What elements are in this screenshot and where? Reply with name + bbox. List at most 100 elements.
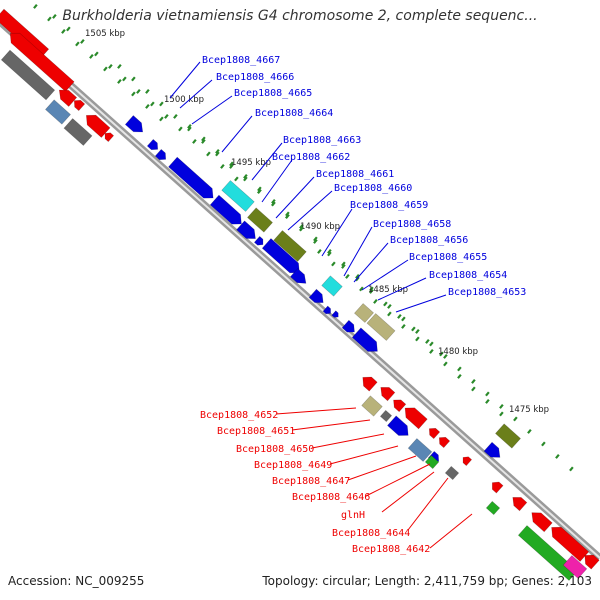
reverse-cds-feature[interactable] xyxy=(436,434,451,449)
forward-cds-feature[interactable] xyxy=(387,415,412,440)
gene-label-bcep1808-4655[interactable]: Bcep1808_4655 xyxy=(409,252,487,263)
reverse-cds-feature[interactable] xyxy=(390,396,407,413)
tick-mark xyxy=(80,39,85,44)
topology-info-text: Topology: circular; Length: 2,411,759 bp… xyxy=(262,574,592,588)
reverse-cds-feature[interactable] xyxy=(426,425,441,440)
reverse-cds-feature[interactable] xyxy=(6,29,75,92)
gene-label-glnh[interactable]: glnH xyxy=(341,510,365,521)
grey-feature[interactable] xyxy=(0,49,56,101)
tick-mark xyxy=(355,274,360,279)
gene-label-bcep1808-4642[interactable]: Bcep1808_4642 xyxy=(352,544,430,555)
reverse-cds-feature[interactable] xyxy=(102,130,115,143)
gene-label-bcep1808-4651[interactable]: Bcep1808_4651 xyxy=(217,426,295,437)
grey-feature[interactable] xyxy=(379,409,393,423)
reverse-cds-feature[interactable] xyxy=(377,383,396,402)
leader-line xyxy=(365,463,431,497)
leader-line xyxy=(329,445,399,465)
gene-label-bcep1808-4661[interactable]: Bcep1808_4661 xyxy=(316,169,394,180)
tick-mark xyxy=(345,274,350,279)
steel-feature[interactable] xyxy=(407,438,433,462)
magenta-feature[interactable] xyxy=(562,555,588,579)
reverse-cds-feature[interactable] xyxy=(55,86,78,107)
gene-label-bcep1808-4665[interactable]: Bcep1808_4665 xyxy=(234,88,312,99)
gene-labels: Bcep1808_4667Bcep1808_4666Bcep1808_4665B… xyxy=(200,55,526,555)
reverse-cds-feature[interactable] xyxy=(509,493,528,512)
gene-label-bcep1808-4650[interactable]: Bcep1808_4650 xyxy=(236,444,314,455)
reverse-cds-feature[interactable] xyxy=(460,454,473,467)
gene-label-bcep1808-4653[interactable]: Bcep1808_4653 xyxy=(448,287,526,298)
tick-mark xyxy=(541,441,546,447)
olive-feature[interactable] xyxy=(495,423,521,449)
gene-label-bcep1808-4649[interactable]: Bcep1808_4649 xyxy=(254,460,332,471)
reverse-cds-feature[interactable] xyxy=(547,522,590,562)
tick-mark xyxy=(33,3,38,9)
forward-cds-feature[interactable] xyxy=(351,327,382,356)
reverse-cds-feature[interactable] xyxy=(489,479,504,494)
forward-cds-feature[interactable] xyxy=(154,148,168,162)
green-feature[interactable] xyxy=(517,525,579,581)
tick-mark xyxy=(285,211,290,217)
gene-label-bcep1808-4667[interactable]: Bcep1808_4667 xyxy=(202,55,280,66)
tick-mark xyxy=(429,341,434,347)
tick-mark xyxy=(206,151,211,157)
gene-label-bcep1808-4659[interactable]: Bcep1808_4659 xyxy=(350,200,428,211)
tick-mark xyxy=(383,301,388,307)
gene-label-bcep1808-4652[interactable]: Bcep1808_4652 xyxy=(200,410,278,421)
forward-cds-feature[interactable] xyxy=(331,310,340,319)
gene-label-bcep1808-4647[interactable]: Bcep1808_4647 xyxy=(272,476,350,487)
tick-mark xyxy=(61,29,66,34)
gene-label-bcep1808-4654[interactable]: Bcep1808_4654 xyxy=(429,270,507,281)
leader-line xyxy=(377,277,427,301)
cyan-feature[interactable] xyxy=(221,180,255,212)
forward-cds-feature[interactable] xyxy=(308,288,327,307)
green-feature[interactable] xyxy=(485,500,501,516)
tick-mark xyxy=(159,101,164,107)
grey-feature[interactable] xyxy=(444,465,460,481)
olive-feature[interactable] xyxy=(273,230,307,262)
reverse-cds-feature[interactable] xyxy=(71,97,86,112)
gene-label-bcep1808-4656[interactable]: Bcep1808_4656 xyxy=(390,235,468,246)
reverse-cds-feature[interactable] xyxy=(581,551,600,570)
tan-feature[interactable] xyxy=(354,303,374,323)
reverse-cds-feature[interactable] xyxy=(401,403,428,430)
forward-cds-feature[interactable] xyxy=(289,268,309,288)
gene-label-bcep1808-4666[interactable]: Bcep1808_4666 xyxy=(216,72,294,83)
tick-mark xyxy=(108,64,113,69)
tick-mark xyxy=(401,324,406,329)
forward-cds-feature[interactable] xyxy=(236,220,260,243)
reverse-cds-feature[interactable] xyxy=(359,373,378,392)
leader-line xyxy=(251,142,283,181)
olive-feature[interactable] xyxy=(247,207,273,233)
reverse-cds-feature[interactable] xyxy=(528,508,553,533)
gene-label-bcep1808-4663[interactable]: Bcep1808_4663 xyxy=(283,135,361,146)
tan-feature[interactable] xyxy=(361,395,383,417)
forward-cds-feature[interactable] xyxy=(124,115,146,137)
steel-feature[interactable] xyxy=(45,99,71,125)
forward-cds-feature[interactable] xyxy=(209,194,246,229)
tick-label: 1480 kbp xyxy=(438,347,478,357)
leader-line xyxy=(395,294,447,313)
forward-cds-feature[interactable] xyxy=(483,441,504,462)
grey-feature[interactable] xyxy=(63,118,93,146)
forward-cds-feature[interactable] xyxy=(168,156,218,203)
cyan-feature[interactable] xyxy=(321,275,343,297)
forward-cds-feature[interactable] xyxy=(341,319,358,335)
tick-mark xyxy=(145,104,150,109)
gene-label-bcep1808-4660[interactable]: Bcep1808_4660 xyxy=(334,183,412,194)
tick-mark xyxy=(443,361,448,367)
forward-cds-feature[interactable] xyxy=(322,305,333,316)
gene-label-bcep1808-4664[interactable]: Bcep1808_4664 xyxy=(255,108,333,119)
tan-feature[interactable] xyxy=(366,313,396,341)
green-feature[interactable] xyxy=(424,454,440,470)
forward-cds-feature[interactable] xyxy=(146,138,160,152)
reverse-cds-feature[interactable] xyxy=(82,110,111,138)
tick-mark xyxy=(187,124,192,129)
forward-cds-feature[interactable] xyxy=(253,235,265,247)
gene-label-bcep1808-4658[interactable]: Bcep1808_4658 xyxy=(373,219,451,230)
gene-label-bcep1808-4644[interactable]: Bcep1808_4644 xyxy=(332,528,410,539)
leader-line xyxy=(407,477,449,531)
gene-label-bcep1808-4662[interactable]: Bcep1808_4662 xyxy=(272,152,350,163)
gene-label-bcep1808-4646[interactable]: Bcep1808_4646 xyxy=(292,492,370,503)
